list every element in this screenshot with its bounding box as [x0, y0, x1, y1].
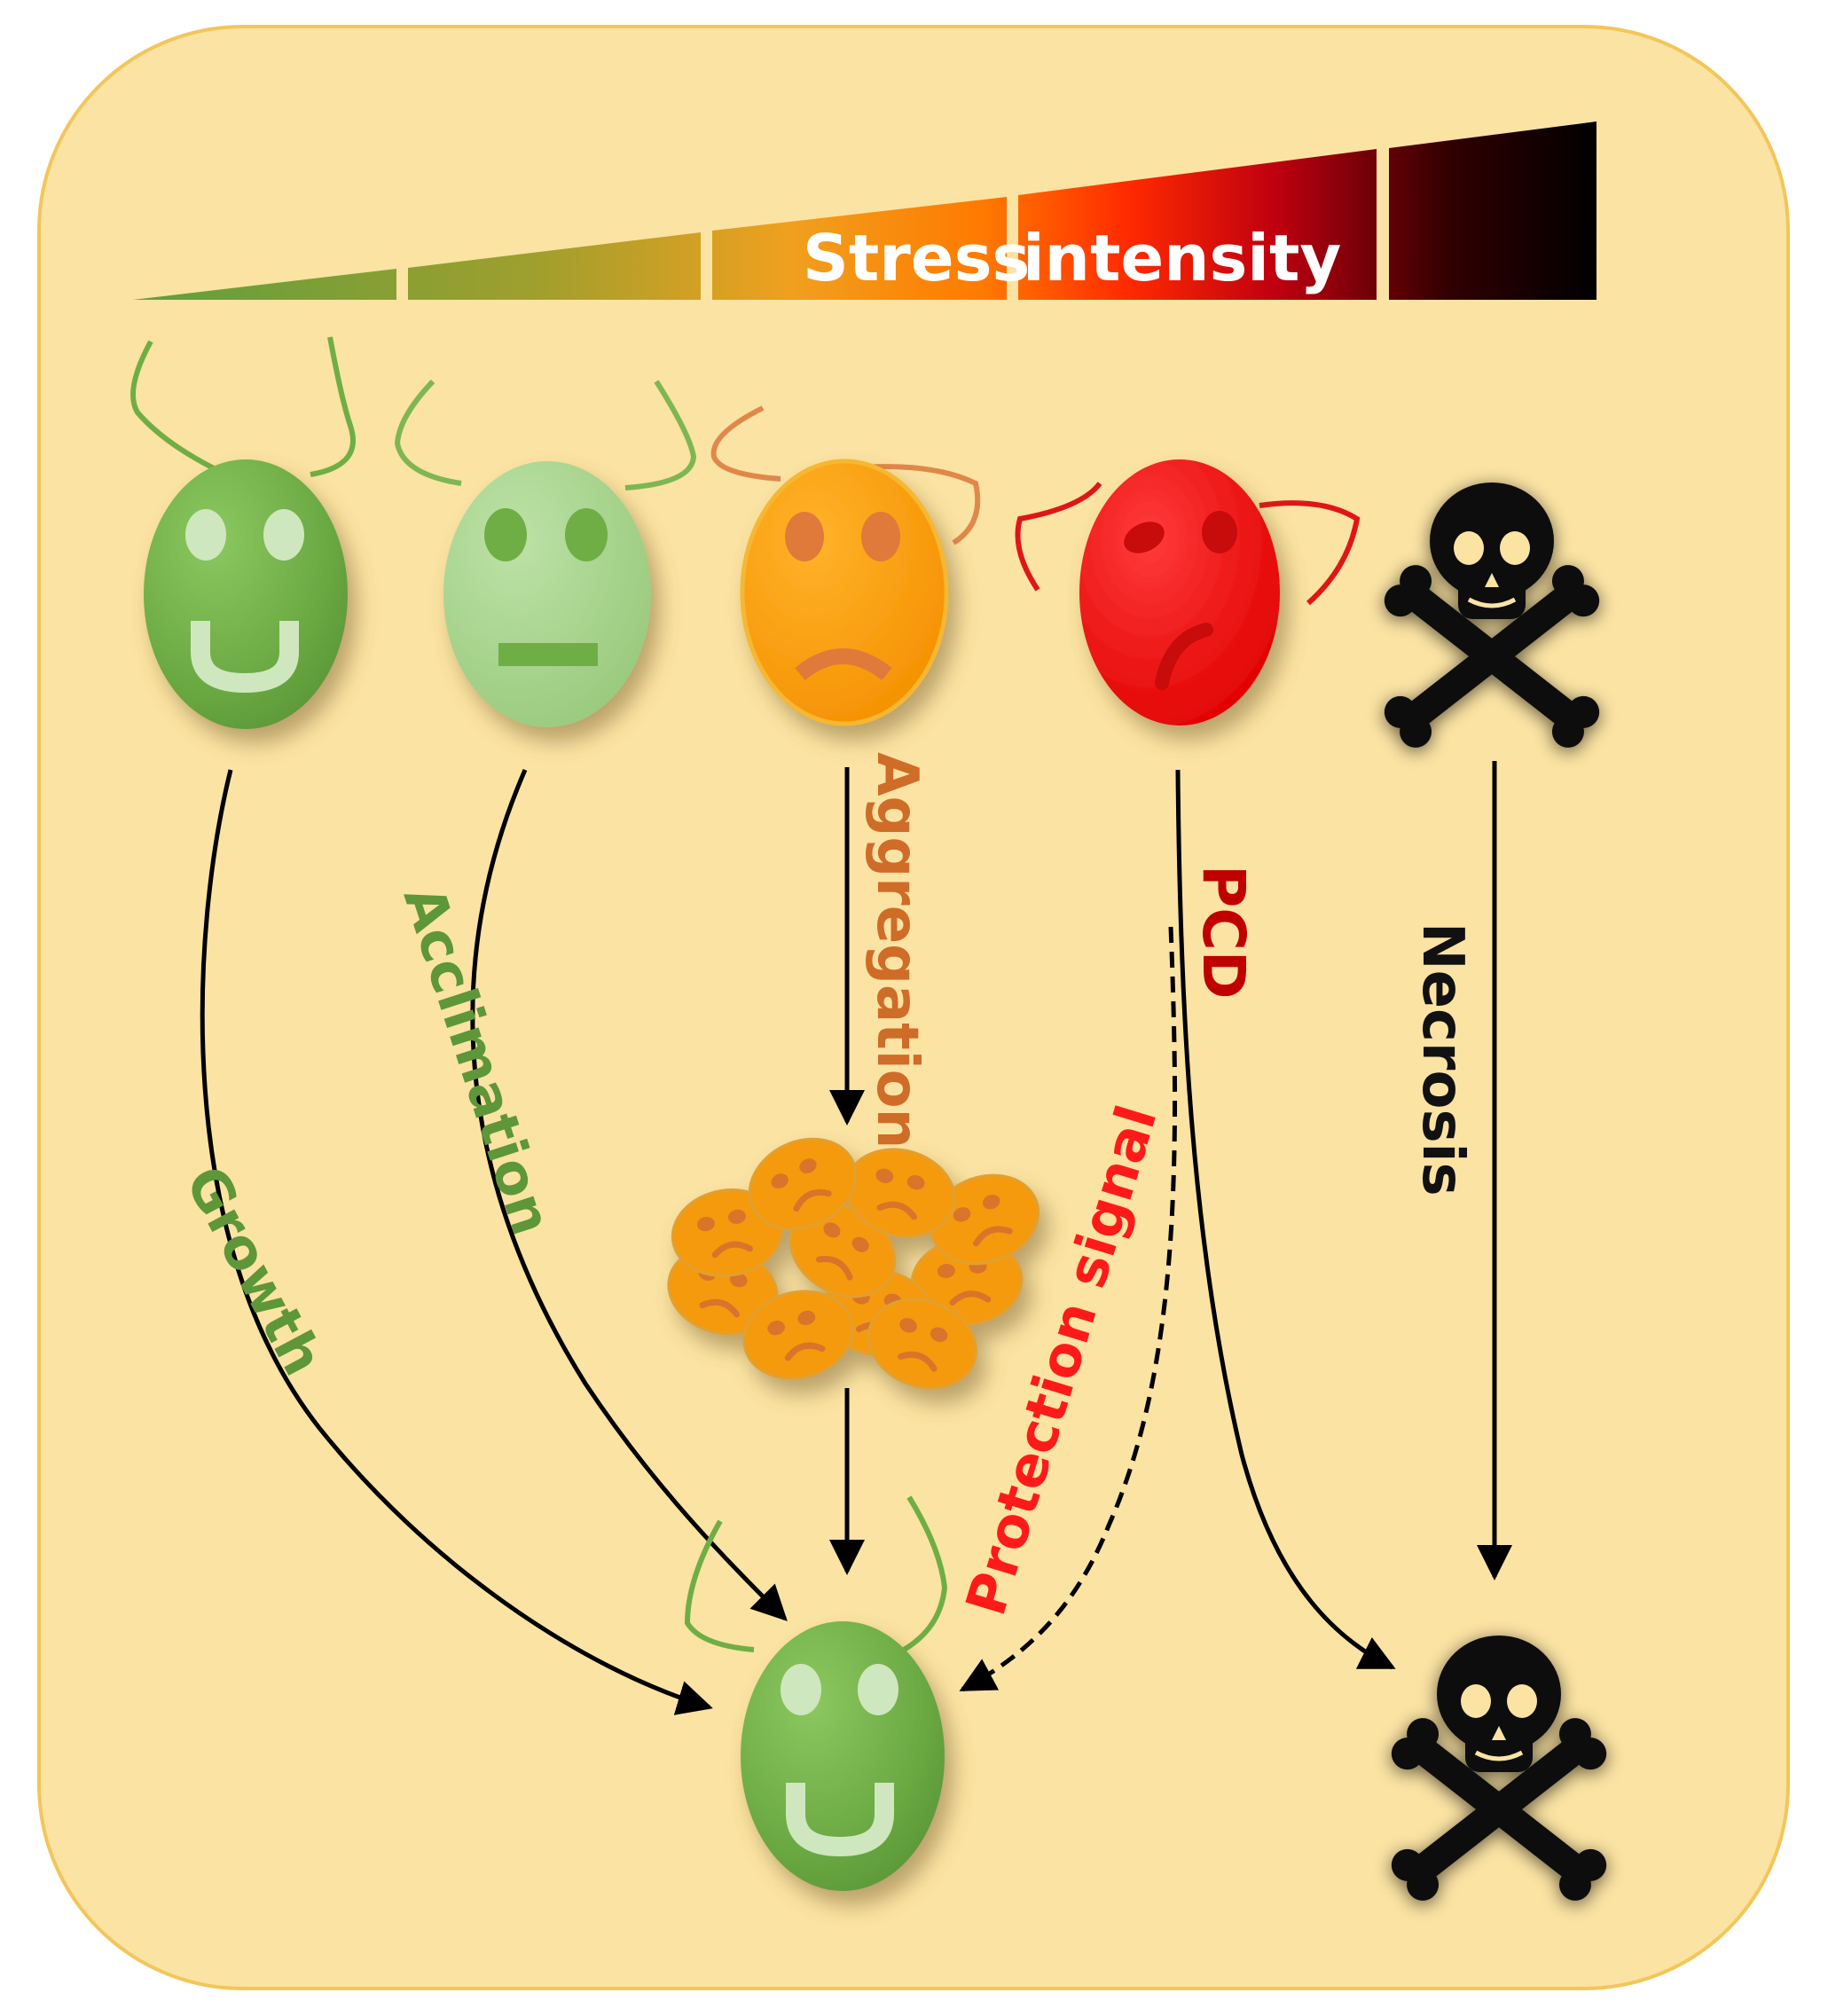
pcd-label: PCD — [1189, 865, 1258, 1000]
distressed-cell-icon — [1015, 459, 1361, 726]
recovered-smiling-cell-icon — [684, 1495, 948, 1891]
stress-segment-5 — [1389, 122, 1597, 300]
neutral-cell-icon — [394, 379, 697, 727]
stress-segment-3 — [712, 197, 1007, 300]
stress-intensity-bar — [133, 122, 1597, 300]
frowning-cell-icon — [710, 405, 981, 726]
aggregation-label: Aggregation — [864, 752, 930, 1149]
smiling-cell-icon — [130, 336, 356, 729]
stress-segment-4 — [1018, 149, 1377, 300]
protection-signal-arrow — [959, 926, 1178, 1692]
stress-label-word1: Stress — [803, 221, 1030, 295]
stress-segment-2 — [408, 232, 701, 300]
stress-label-word2: intensity — [1023, 221, 1341, 295]
necrosis-label: Necrosis — [1409, 922, 1475, 1196]
pcd-arrow — [1175, 769, 1396, 1670]
growth-arrow — [200, 769, 713, 1715]
stress-segment-1 — [133, 269, 396, 300]
